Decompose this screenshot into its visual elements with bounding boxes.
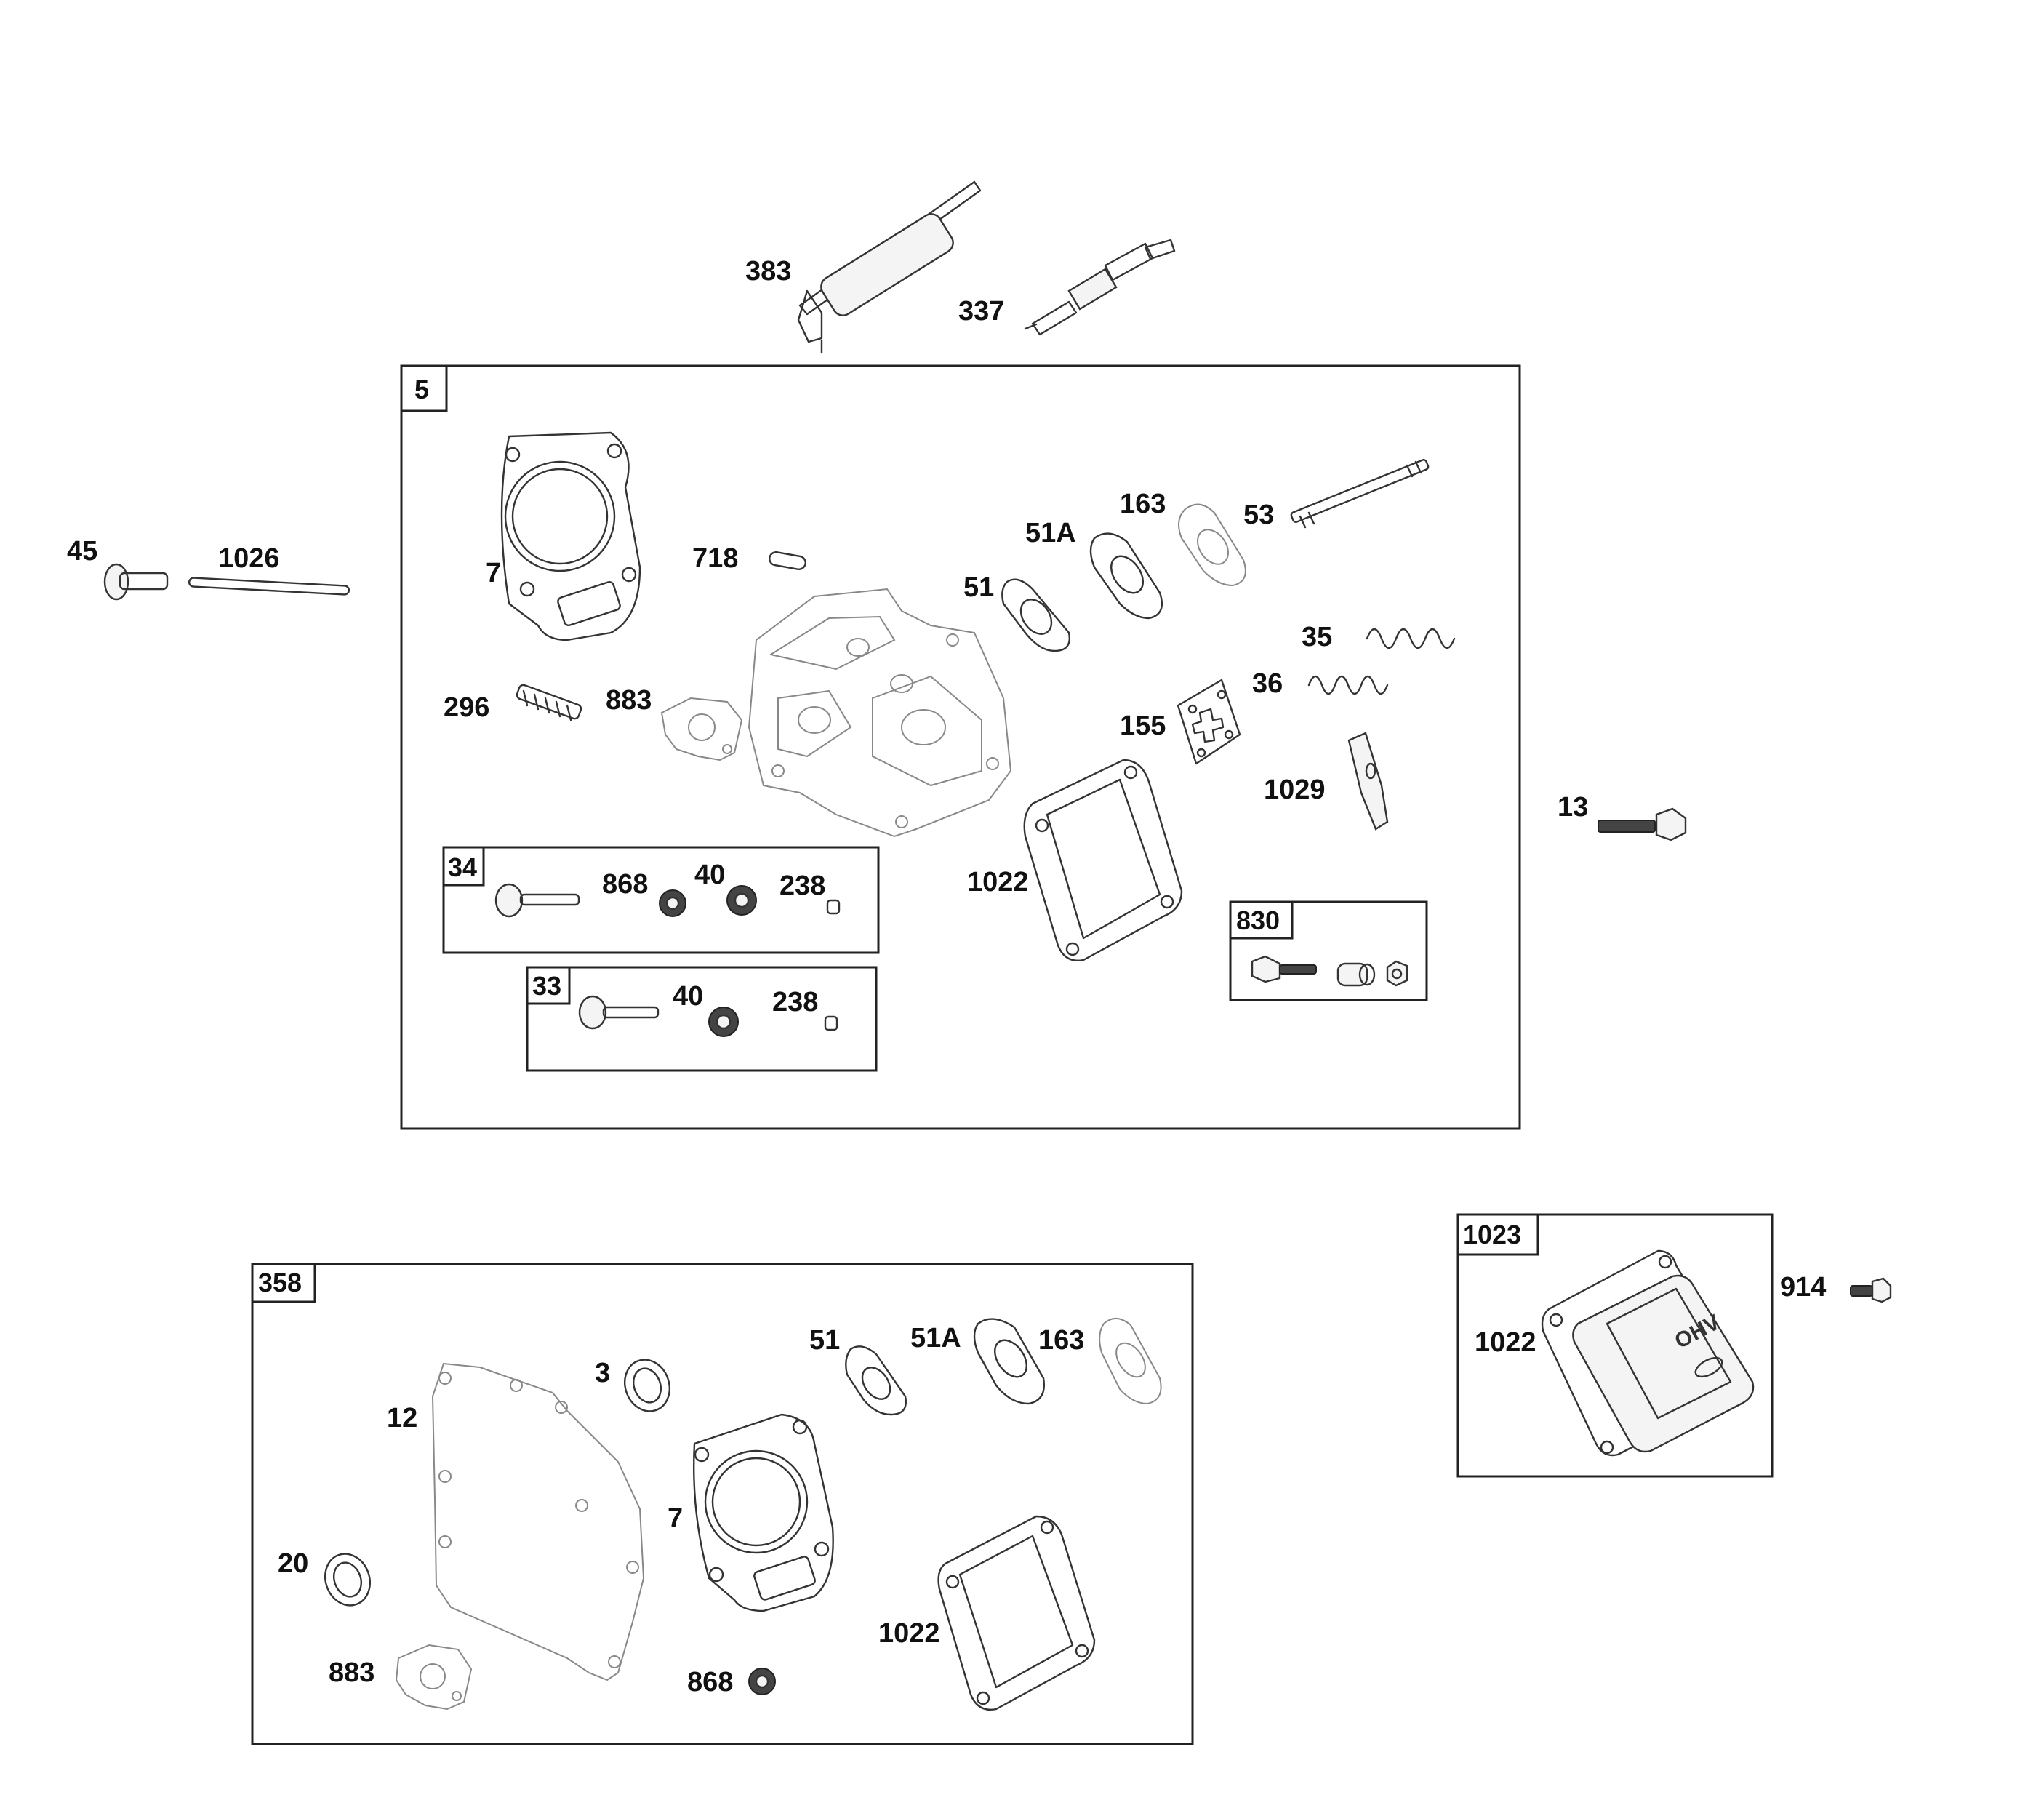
callout-40: 40 <box>694 860 725 890</box>
valve-cover-gasket-358 <box>937 1515 1096 1711</box>
callout-v1022: 1022 <box>1475 1327 1536 1358</box>
callout-51A: 51A <box>1025 518 1076 548</box>
box-label-33: 33 <box>532 971 561 1001</box>
callout-1022: 1022 <box>967 867 1029 897</box>
cylinder-head-gasket <box>500 431 641 641</box>
valve-cover-gasket <box>1023 759 1183 961</box>
callout-383: 383 <box>745 256 791 287</box>
callout-296: 296 <box>444 692 489 723</box>
box-label-830: 830 <box>1236 905 1280 935</box>
callout-868: 868 <box>602 869 648 900</box>
kit-box-33: 33 <box>526 966 878 1072</box>
callout-40b: 40 <box>673 981 703 1012</box>
push-rod <box>188 577 350 596</box>
callout-g1022: 1022 <box>878 1618 940 1649</box>
callout-883: 883 <box>606 685 652 716</box>
exhaust-valve <box>494 883 580 918</box>
callout-7: 7 <box>486 558 501 588</box>
box-label-1023: 1023 <box>1463 1220 1521 1249</box>
valve-cover: OHV <box>1572 1274 1755 1453</box>
kit-box-830: 830 <box>1229 900 1428 1001</box>
dowel-pin <box>769 551 806 570</box>
callout-718: 718 <box>692 543 738 574</box>
valve-seal-868 <box>659 889 686 917</box>
spring-retainer-40 <box>726 885 757 916</box>
stud <box>516 684 582 721</box>
oil-seal-20 <box>324 1553 371 1607</box>
valve-tappet <box>103 563 169 601</box>
rocker-arm <box>1347 732 1389 831</box>
oil-seal-3 <box>624 1359 670 1412</box>
spark-plug <box>1024 239 1176 336</box>
crankcase-gasket <box>431 1362 645 1681</box>
kit-box-34: 34 <box>442 846 880 954</box>
callout-g20: 20 <box>278 1548 308 1579</box>
callout-g163: 163 <box>1038 1325 1084 1356</box>
rocker-stud <box>1251 955 1317 983</box>
callout-g883: 883 <box>329 1657 374 1688</box>
breather-gasket-358 <box>395 1644 473 1711</box>
carburetor-gasket <box>1178 503 1246 587</box>
callout-337: 337 <box>958 296 1004 327</box>
valve-spring-35 <box>1366 628 1456 649</box>
callout-13: 13 <box>1558 792 1588 823</box>
callout-36: 36 <box>1252 668 1283 699</box>
intake-spacer <box>1089 532 1163 620</box>
callout-45: 45 <box>67 536 97 567</box>
rocker-pivot-nut <box>1336 962 1376 987</box>
cover-screw <box>1850 1277 1892 1303</box>
head-bolt <box>1598 807 1687 841</box>
valve-seal-868-358 <box>748 1668 776 1695</box>
intake-gasket <box>1001 578 1070 652</box>
callout-53: 53 <box>1243 500 1274 530</box>
callout-51: 51 <box>963 572 994 603</box>
intake-spacer-358 <box>973 1318 1045 1405</box>
intake-valve <box>578 995 660 1030</box>
carburetor-stud <box>1290 459 1430 529</box>
callout-1029: 1029 <box>1264 775 1326 805</box>
jam-nut <box>1386 960 1408 987</box>
callout-g12: 12 <box>387 1403 417 1433</box>
carburetor-gasket-358 <box>1099 1318 1162 1405</box>
box-label-358: 358 <box>258 1268 302 1297</box>
kit-box-358: 358 <box>251 1263 1194 1745</box>
kit-box-5: 5 <box>400 364 1521 1130</box>
cylinder-head <box>748 588 1012 838</box>
callout-163: 163 <box>1120 489 1166 519</box>
callout-g51A: 51A <box>910 1323 961 1353</box>
push-rod-guide-plate <box>1177 679 1241 765</box>
kit-box-1023: 1023 <box>1456 1213 1774 1478</box>
valve-collet-238 <box>826 899 841 915</box>
callout-35: 35 <box>1302 622 1332 652</box>
callout-238: 238 <box>779 871 825 901</box>
callout-1026: 1026 <box>218 543 280 574</box>
callout-g3: 3 <box>595 1358 610 1388</box>
callout-g7: 7 <box>668 1503 683 1534</box>
breather-gasket <box>660 697 743 761</box>
valve-collet-238b <box>824 1015 838 1031</box>
intake-gasket-358 <box>845 1345 907 1416</box>
spring-retainer-40b <box>708 1007 739 1037</box>
callout-238b: 238 <box>772 987 818 1017</box>
cylinder-head-gasket-358 <box>692 1413 834 1612</box>
box-label-34: 34 <box>448 852 477 882</box>
box-label-5: 5 <box>414 375 429 404</box>
callout-g868: 868 <box>687 1667 733 1697</box>
spark-plug-wrench <box>797 180 982 354</box>
callout-914: 914 <box>1780 1272 1826 1303</box>
valve-spring-36 <box>1307 675 1389 695</box>
callout-g51: 51 <box>809 1325 840 1356</box>
callout-155: 155 <box>1120 711 1166 741</box>
